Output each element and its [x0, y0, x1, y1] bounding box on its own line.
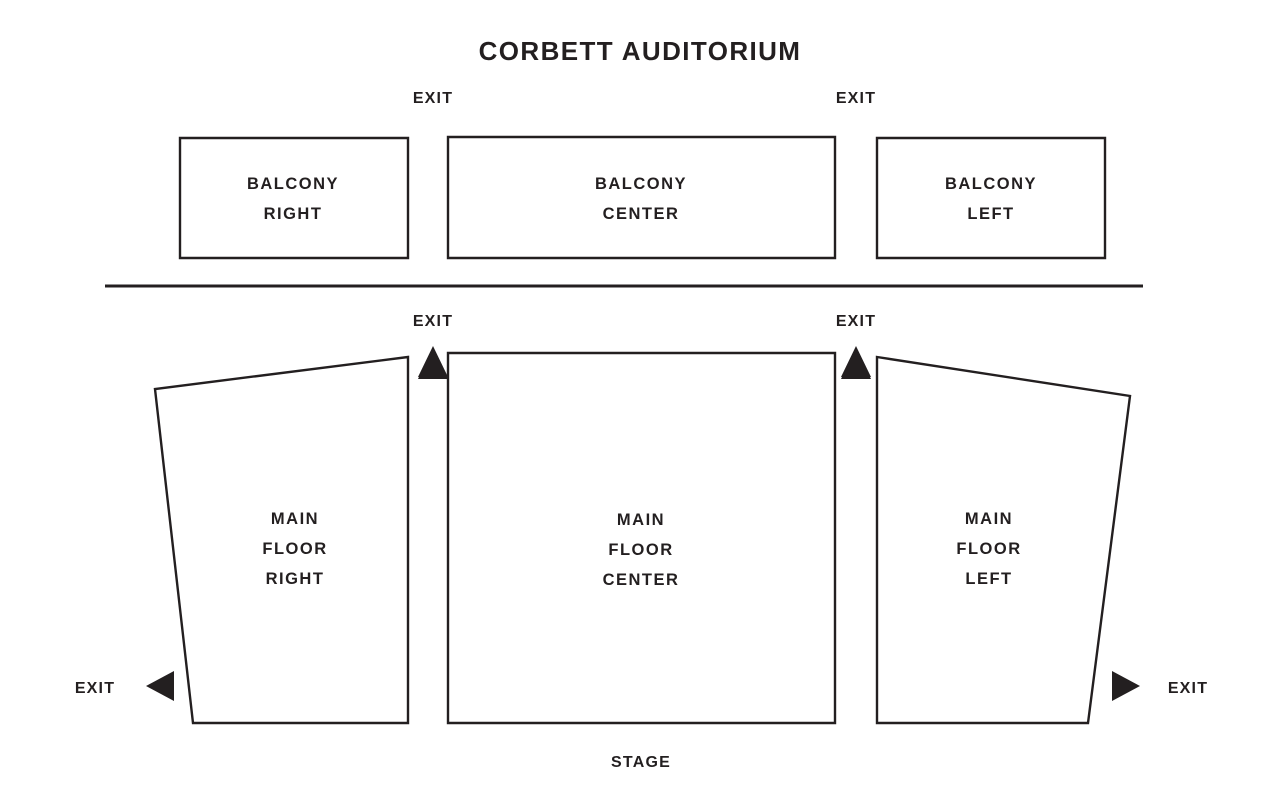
- zone-label-main-floor-center: MAIN FLOOR CENTER: [602, 511, 680, 589]
- page-title: CORBETT AUDITORIUM: [478, 36, 802, 66]
- exit-label-floor-center-right: EXIT: [412, 313, 454, 330]
- exit-arrow-right-icon: [1112, 671, 1140, 701]
- zone-shape-main-floor-left[interactable]: [875, 355, 1132, 725]
- exit-arrow-left-icon: [146, 671, 174, 701]
- exit-label-floor-far-right: EXIT: [74, 680, 116, 697]
- stage-label: STAGE: [611, 754, 671, 771]
- zone-shape-main-floor-right[interactable]: [153, 355, 410, 725]
- zone-shape-balcony-right[interactable]: [178, 136, 410, 260]
- zone-label-balcony-left: BALCONY LEFT: [944, 175, 1038, 223]
- exit-label-floor-center-left: EXIT: [835, 313, 877, 330]
- zone-label-balcony-center: BALCONY CENTER: [594, 175, 688, 223]
- zone-label-balcony-right: BALCONY RIGHT: [246, 175, 340, 223]
- zone-label-main-floor-left: MAIN FLOOR LEFT: [956, 510, 1022, 588]
- exit-label-balcony-right: EXIT: [412, 90, 454, 107]
- exit-arrow-up-icon-floor-left: [841, 348, 871, 379]
- zone-label-main-floor-right: MAIN FLOOR RIGHT: [262, 510, 328, 588]
- exit-label-floor-far-left: EXIT: [1167, 680, 1209, 697]
- zone-shape-balcony-center[interactable]: [446, 135, 837, 260]
- zone-shape-balcony-left[interactable]: [875, 136, 1107, 260]
- exit-label-balcony-left: EXIT: [835, 90, 877, 107]
- exit-arrow-up-icon-floor-right: [418, 348, 448, 379]
- zone-shape-main-floor-center[interactable]: [446, 351, 837, 725]
